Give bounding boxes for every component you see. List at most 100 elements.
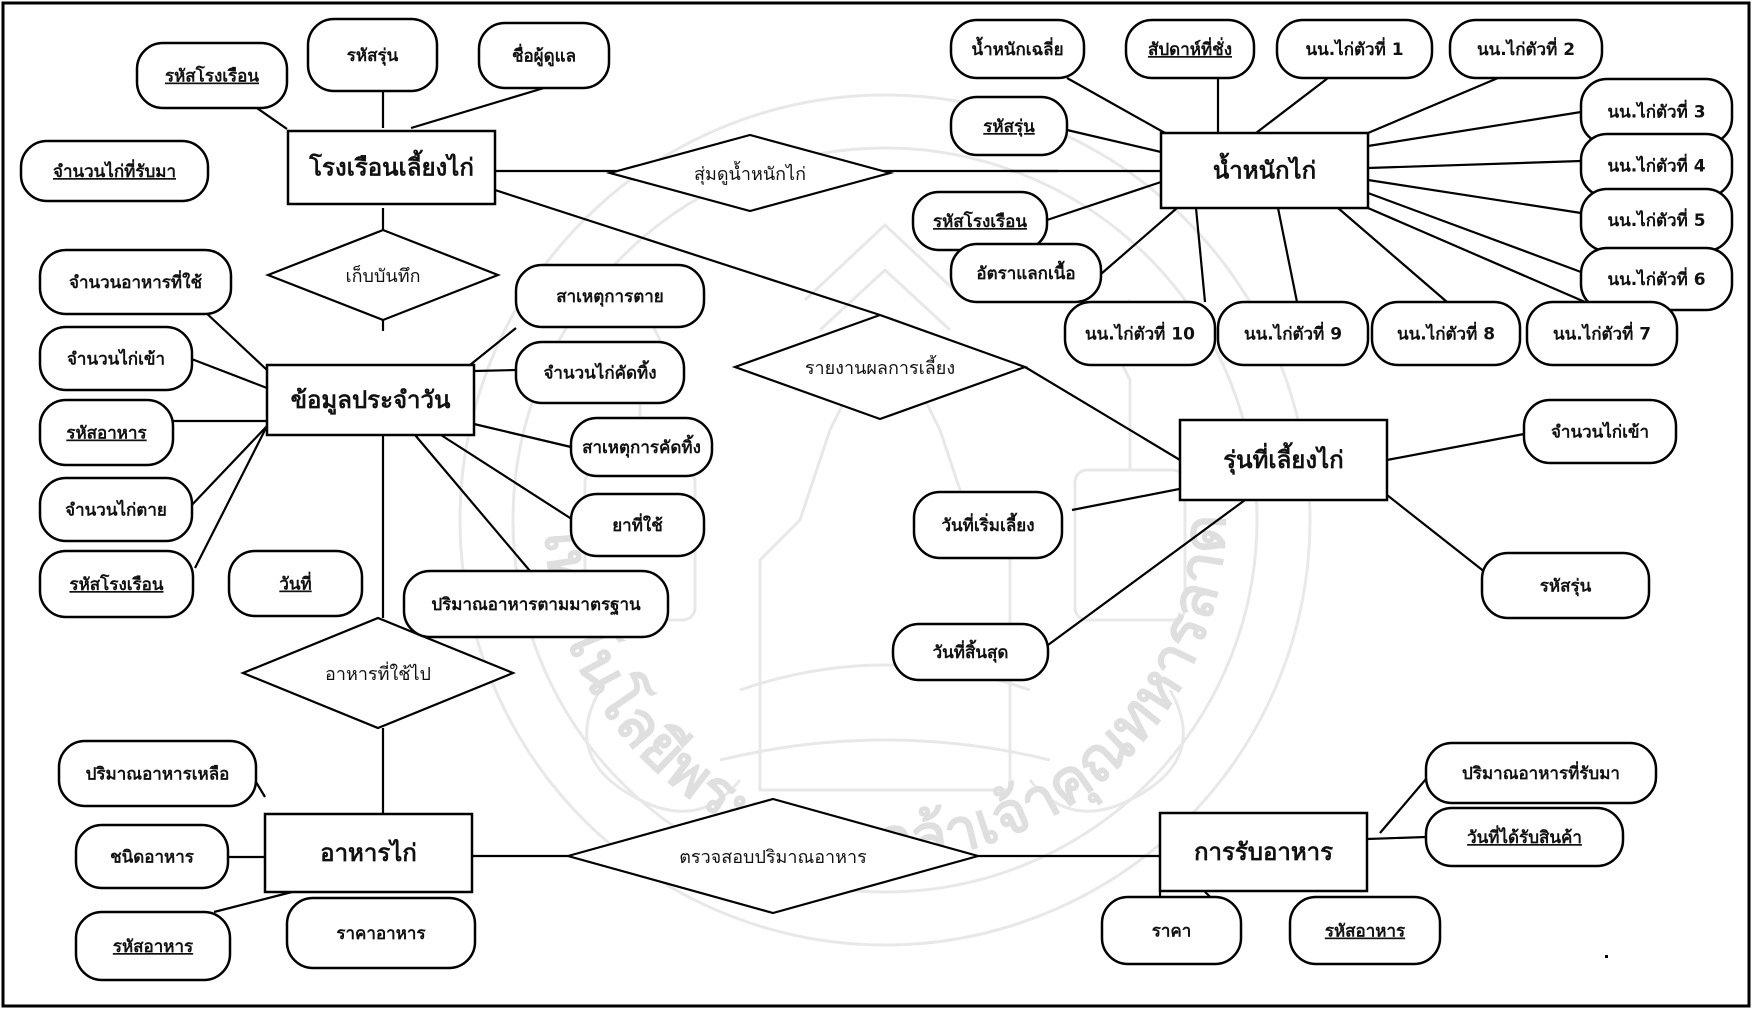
attribute-price[interactable]: ราคา (1100, 895, 1243, 966)
connector-line (1337, 207, 1448, 303)
attribute-label: จำนวนไก่เข้า (67, 349, 165, 370)
entity-weight[interactable]: น้ำหนักไก่ (1159, 131, 1370, 210)
entity-batch[interactable]: รุ่นที่เลี้ยงไก่ (1178, 418, 1389, 502)
attribute-label: นน.ไก่ตัวที่ 6 (1607, 267, 1705, 290)
attribute-w8[interactable]: นน.ไก่ตัวที่ 8 (1370, 300, 1522, 367)
relationship-sample-weight[interactable]: สุ่มดูน้ำหนักไก่ (605, 133, 895, 213)
connector-line (1194, 207, 1207, 303)
relationship-label: ตรวจสอบปริมาณอาหาร (679, 847, 867, 868)
attribute-label: นน.ไก่ตัวที่ 1 (1305, 37, 1403, 60)
connector-line (440, 434, 582, 526)
connector-line (1367, 191, 1582, 274)
connector-line (1046, 180, 1162, 222)
attribute-label: อัตราแลกเนื้อ (976, 260, 1075, 284)
connector-line (1024, 366, 1181, 461)
connector-line (414, 434, 531, 572)
attribute-label: นน.ไก่ตัวที่ 9 (1244, 322, 1342, 345)
attribute-label: จำนวนไก่คัดทิ้ง (543, 360, 656, 384)
attribute-cull-cause[interactable]: สาเหตุการคัดทิ้ง (569, 416, 714, 478)
attribute-meat-ratio[interactable]: อัตราแลกเนื้อ (949, 242, 1103, 304)
attribute-w4[interactable]: นน.ไก่ตัวที่ 4 (1579, 132, 1734, 199)
attribute-label: สาเหตุการคัดทิ้ง (582, 434, 701, 458)
attribute-culled-count[interactable]: จำนวนไก่คัดทิ้ง (514, 340, 686, 405)
relationship-food-used[interactable]: อาหารที่ใช้ไป (240, 616, 516, 730)
attribute-chickens-in[interactable]: จำนวนไก่เข้า (38, 325, 194, 392)
connector-line (202, 309, 268, 371)
attribute-label: นน.ไก่ตัวที่ 10 (1085, 322, 1195, 345)
attribute-w9[interactable]: นน.ไก่ตัวที่ 9 (1216, 300, 1370, 367)
attribute-end-date[interactable]: วันที่สิ้นสุด (891, 622, 1050, 682)
attribute-standard-food[interactable]: ปริมาณอาหารตามมาตรฐาน (402, 569, 670, 639)
relationship-label: รายงานผลการเลี้ยง (805, 355, 955, 379)
attribute-start-date[interactable]: วันที่เริ่มเลี้ยง (912, 490, 1064, 560)
attribute-w7[interactable]: นน.ไก่ตัวที่ 7 (1525, 300, 1679, 367)
connector-line (473, 368, 517, 373)
attribute-label: รหัสอาหาร (1325, 922, 1406, 942)
attribute-label: นน.ไก่ตัวที่ 2 (1477, 37, 1575, 60)
attribute-w3[interactable]: นน.ไก่ตัวที่ 3 (1579, 77, 1734, 146)
connector-line (410, 86, 545, 130)
entity-house[interactable]: โรงเรือนเลี้ยงไก่ (286, 129, 497, 206)
attribute-batch-id[interactable]: รหัสรุ่น (1480, 551, 1651, 620)
attribute-w1[interactable]: นน.ไก่ตัวที่ 1 (1275, 18, 1434, 80)
entity-receive[interactable]: การรับอาหาร (1158, 811, 1369, 893)
entity-label: โรงเรือนเลี้ยงไก่ (308, 149, 474, 182)
attribute-batch-chickens-in[interactable]: จำนวนไก่เข้า (1522, 398, 1678, 465)
attribute-food-left[interactable]: ปริมาณอาหารเหลือ (57, 739, 258, 808)
attribute-w10[interactable]: นน.ไก่ตัวที่ 10 (1063, 300, 1217, 367)
connector-line (494, 188, 881, 317)
attribute-daily-house-id[interactable]: รหัสโรงเรือน (38, 549, 195, 619)
attribute-death-cause[interactable]: สาเหตุการตาย (514, 263, 706, 329)
connector-line (1367, 206, 1586, 304)
connector-line (1367, 159, 1582, 170)
attribute-w6[interactable]: นน.ไก่ตัวที่ 6 (1579, 246, 1734, 312)
attribute-house-id[interactable]: รหัสโรงเรือน (135, 41, 289, 110)
attribute-date[interactable]: วันที่ (227, 549, 364, 618)
attribute-chicks-received[interactable]: จำนวนไก่ที่รับมา (19, 139, 210, 203)
entity-label: รุ่นที่เลี้ยงไก่ (1223, 441, 1343, 476)
attribute-w5[interactable]: นน.ไก่ตัวที่ 5 (1579, 187, 1734, 253)
attribute-daily-food-id[interactable]: รหัสอาหาร (38, 398, 175, 467)
attribute-receive-food-id[interactable]: รหัสอาหาร (1288, 895, 1442, 966)
attribute-label: วันที่เริ่มเลี้ยง (941, 512, 1034, 536)
attribute-w2[interactable]: นน.ไก่ตัวที่ 2 (1448, 18, 1604, 80)
attribute-label: ปริมาณอาหารตามมาตรฐาน (431, 595, 641, 616)
connector-line (194, 425, 268, 569)
attribute-label: นน.ไก่ตัวที่ 7 (1553, 322, 1651, 345)
attribute-food-id[interactable]: รหัสอาหาร (74, 910, 232, 982)
attribute-label: วันที่ (279, 572, 311, 595)
attribute-label: ชนิดอาหาร (110, 848, 195, 868)
entity-food[interactable]: อาหารไก่ (263, 812, 474, 894)
relationship-record[interactable]: เก็บบันทึก (264, 228, 502, 322)
attribute-receive-date[interactable]: วันที่ได้รับสินค้า (1424, 806, 1625, 868)
attribute-label: สัปดาห์ที่ชั่ง (1148, 37, 1232, 60)
attribute-food-type[interactable]: ชนิดอาหาร (74, 823, 230, 890)
relationship-report[interactable]: รายงานผลการเลี้ยง (731, 313, 1029, 421)
entity-daily[interactable]: ข้อมูลประจำวัน (265, 363, 476, 437)
attribute-week-no[interactable]: สัปดาห์ที่ชั่ง (1124, 18, 1256, 80)
connector-line (1066, 77, 1166, 134)
attribute-weight-house[interactable]: รหัสโรงเรือน (911, 190, 1049, 252)
connector-line (1047, 499, 1246, 646)
connector-line (213, 890, 293, 914)
attribute-label: ปริมาณอาหารที่รับมา (1462, 761, 1620, 784)
attribute-avg-weight[interactable]: น้ำหนักเฉลี่ย (949, 18, 1086, 80)
attribute-label: รหัสโรงเรือน (933, 211, 1027, 232)
attribute-label: สาเหตุการตาย (556, 287, 664, 307)
attribute-food-amount-used[interactable]: จำนวนอาหารที่ใช้ (38, 248, 233, 316)
attribute-medicine[interactable]: ยาที่ใช้ (569, 492, 706, 558)
attribute-house-batch[interactable]: รหัสรุ่น (306, 17, 439, 93)
attribute-weight-batch[interactable]: รหัสรุ่น (949, 95, 1069, 157)
attribute-label: วันที่สิ้นสุด (933, 639, 1009, 663)
attribute-caretaker[interactable]: ชื่อผู้ดูแล (477, 21, 611, 90)
relationship-check-food[interactable]: ตรวจสอบปริมาณอาหาร (563, 797, 983, 915)
stray-dot (1605, 955, 1608, 958)
relationship-label: เก็บบันทึก (346, 264, 421, 287)
attribute-chickens-dead[interactable]: จำนวนไก่ตาย (38, 476, 194, 543)
attribute-food-price[interactable]: ราคาอาหาร (285, 896, 477, 970)
attribute-label: ปริมาณอาหารเหลือ (86, 764, 230, 785)
attribute-label: จำนวนไก่เข้า (1551, 422, 1649, 443)
attribute-food-received[interactable]: ปริมาณอาหารที่รับมา (1424, 741, 1658, 805)
relationship-label: สุ่มดูน้ำหนักไก่ (694, 161, 806, 185)
